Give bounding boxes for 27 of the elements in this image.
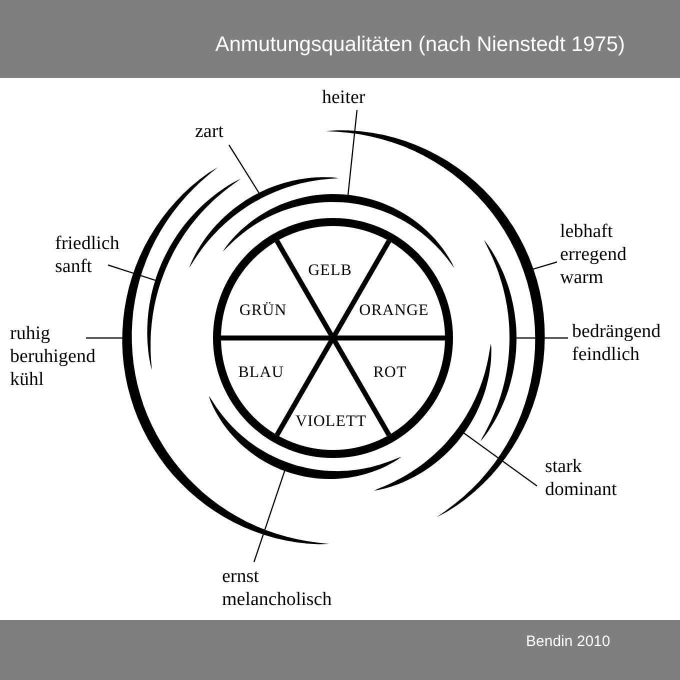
quality-label: lebhaft erregend warm [560,220,628,289]
leader-line [228,144,260,194]
arc-band [374,344,492,491]
color-sector: ROT [373,365,407,381]
leader-line [253,470,286,562]
leader-line [516,337,568,339]
color-sector: ORANGE [359,303,429,319]
quality-label: zart [195,120,224,143]
leader-line [532,261,558,270]
leader-line [86,337,123,339]
color-sector: GELB [308,263,352,279]
arc-band [480,240,516,442]
quality-label: bedrängend feindlich [572,320,662,366]
quality-label: stark dominant [545,455,618,501]
color-sector: BLAU [238,365,284,381]
title: Anmutungsqualitäten (nach Nienstedt 1975) [215,34,625,55]
color-sector: GRÜN [239,303,287,319]
quality-label: heiter [322,86,366,109]
arc-band [208,396,402,479]
quality-label: friedlich sanft [55,232,120,278]
leader-line [347,110,358,196]
quality-label: ruhig beruhigend kühl [10,322,96,391]
color-sector: VIOLETT [295,414,367,430]
source-caption: Bendin 2010 [526,632,610,652]
leader-line [462,432,538,486]
leader-line [108,264,156,282]
quality-label: ernst melancholisch [222,565,333,611]
